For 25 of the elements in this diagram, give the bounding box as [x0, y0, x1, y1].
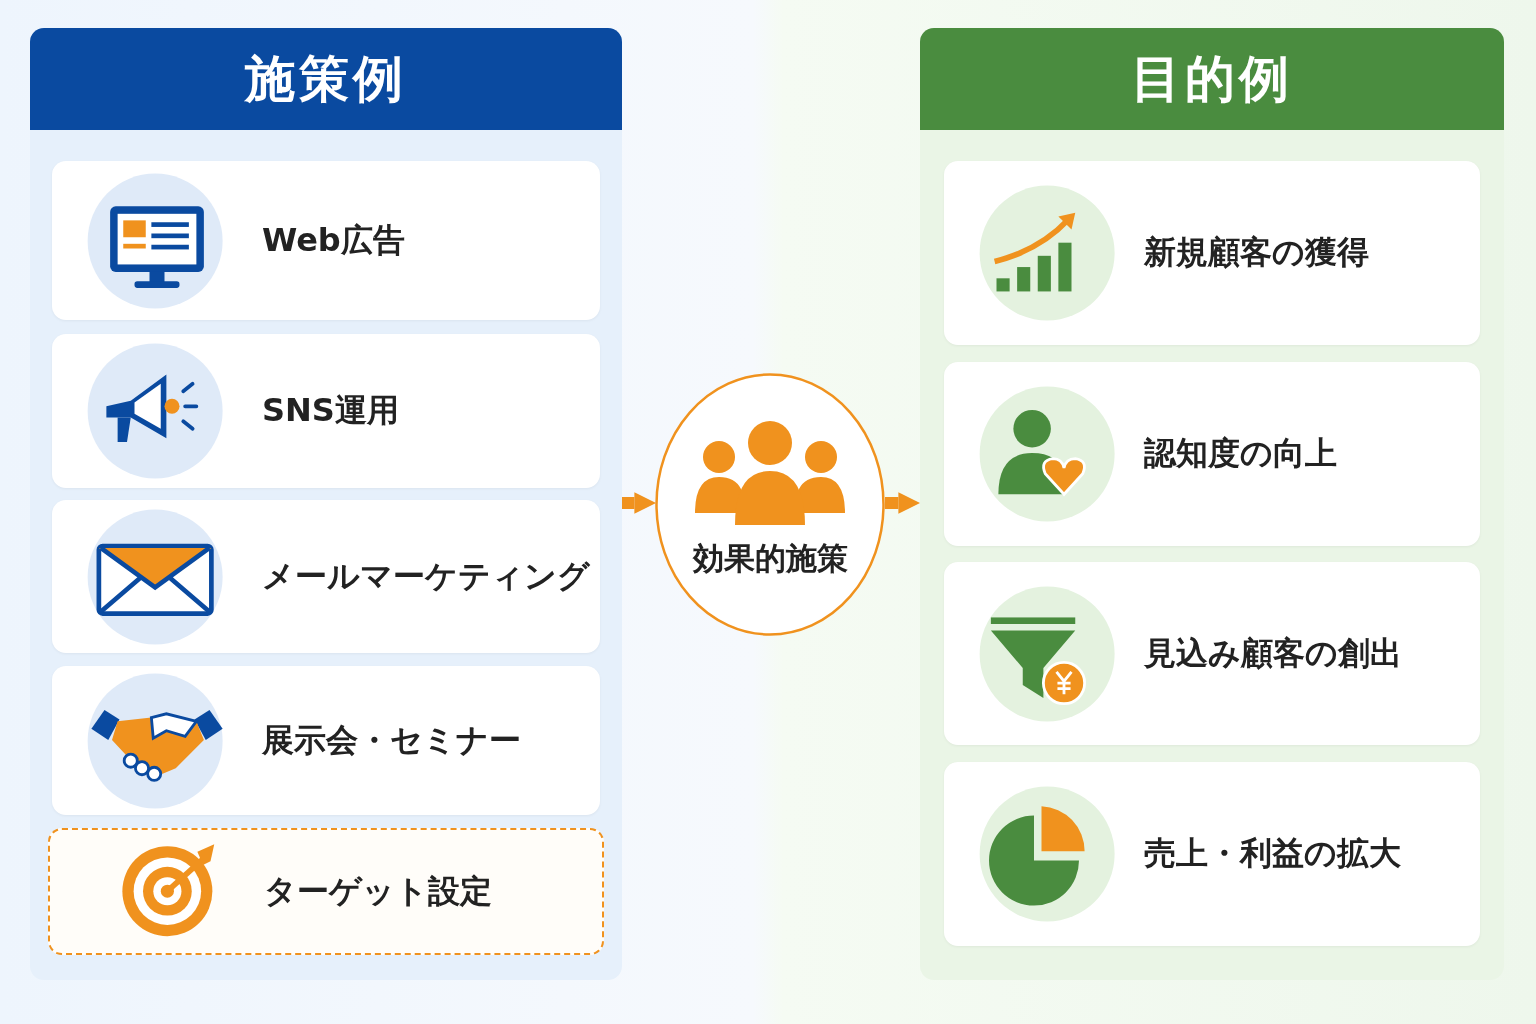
- item-card: [944, 762, 1480, 946]
- arrow: [885, 492, 920, 514]
- item-card: [52, 666, 600, 815]
- item-label: 新規顧客の獲得: [1144, 232, 1369, 273]
- column-panel: [30, 28, 622, 980]
- panel-heading: 施策例: [30, 28, 622, 130]
- item-label: 認知度の向上: [1144, 433, 1337, 474]
- item-label: メールマーケティング: [262, 555, 590, 597]
- item-card: [944, 562, 1480, 745]
- item-label: 展示会・セミナー: [262, 719, 521, 761]
- item-card: [48, 828, 604, 955]
- item-card: [944, 161, 1480, 345]
- item-card: [944, 362, 1480, 546]
- item-label: SNS運用: [262, 390, 399, 431]
- item-label: 売上・利益の拡大: [1144, 833, 1401, 874]
- hub-label: 効果的施策: [691, 539, 849, 578]
- item-card: [52, 500, 600, 653]
- panel-heading: 目的例: [920, 28, 1504, 130]
- column-panel: [920, 28, 1504, 980]
- arrow: [622, 492, 656, 514]
- item-label: ターゲット設定: [264, 870, 492, 912]
- item-label: 見込み顧客の創出: [1144, 632, 1402, 674]
- item-card: [52, 161, 600, 320]
- item-label: Web広告: [262, 219, 405, 261]
- item-card: [52, 334, 600, 488]
